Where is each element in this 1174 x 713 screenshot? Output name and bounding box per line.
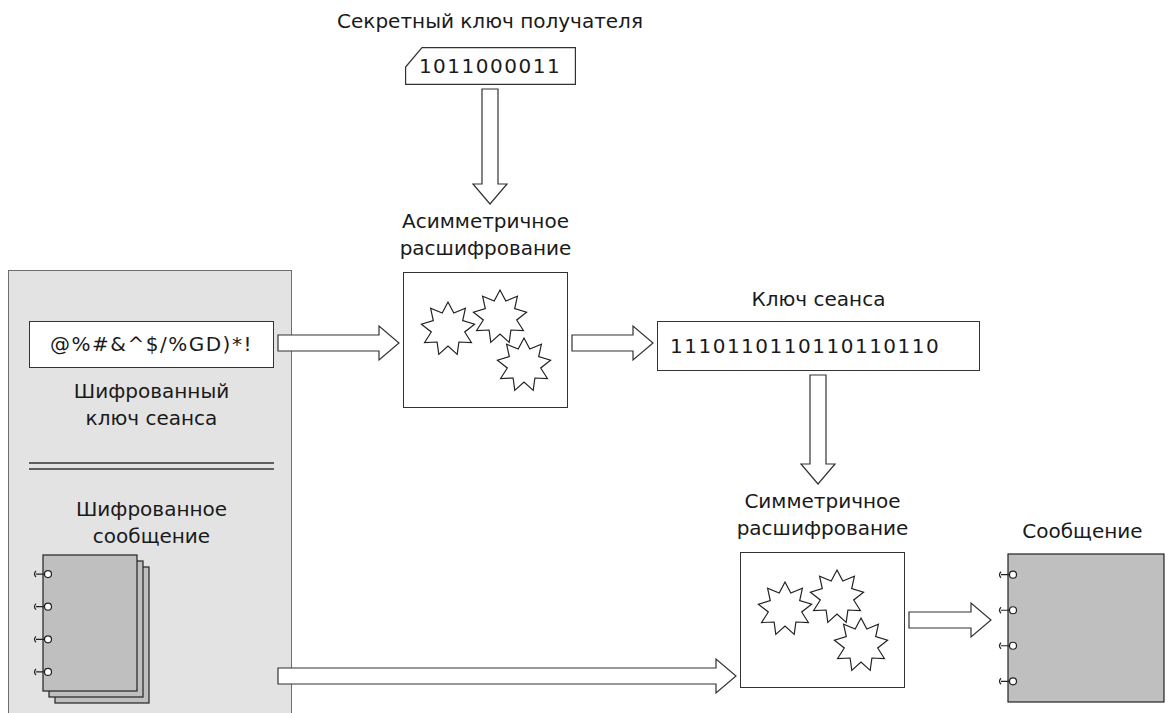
star-shape [497, 338, 550, 390]
notebook-hole [45, 571, 52, 578]
separator-line [29, 468, 274, 469]
heading-label: Шифрованное сообщение [44, 496, 259, 550]
heading-label: Шифрованный ключ сеанса [44, 378, 259, 432]
notebook-hole [45, 668, 52, 675]
star-shape [758, 582, 811, 634]
notebook-ring [999, 643, 1010, 649]
notebook-ring [35, 636, 46, 642]
secret-key: Секретный ключ получателя 1011000011 [310, 8, 670, 85]
process-box [740, 552, 905, 688]
notebook-sheet [43, 555, 137, 691]
notebook-drawing [998, 553, 1168, 703]
notebook-icon [33, 554, 153, 704]
notebook-sheet [1008, 554, 1164, 702]
symmetric-decryption: Симметричное расшифрование [740, 488, 905, 688]
block-arrow [473, 89, 507, 204]
notebook-hole [1009, 571, 1016, 578]
box-text: 1110110110110110110 [670, 333, 940, 360]
message: Сообщение [995, 518, 1170, 703]
session-key: Ключ сеанса 1110110110110110110 [657, 286, 980, 371]
transmitted-panel: @%#&^$/%GD)*! Шифрованный ключ сеансаШифр… [8, 270, 292, 713]
notebook-ring [999, 678, 1010, 684]
notebook-hole [1009, 607, 1016, 614]
notebook-drawing [33, 554, 153, 704]
process-box [403, 272, 568, 408]
notebook-ring [35, 669, 46, 675]
notebook-ring [35, 604, 46, 610]
heading-label: Симметричное расшифрование [737, 488, 909, 542]
key-box: 1011000011 [405, 47, 576, 85]
gear-stars [741, 553, 904, 687]
block-arrow [801, 375, 835, 484]
notebook-hole [1009, 678, 1016, 685]
key-outline-shape [405, 48, 575, 85]
notebook-ring [999, 572, 1010, 578]
block-arrow [909, 603, 991, 637]
star-shape [834, 618, 887, 670]
notebook-icon [998, 553, 1168, 703]
notebook-ring [35, 571, 46, 577]
block-arrow [572, 326, 653, 360]
text-box: @%#&^$/%GD)*! [29, 321, 274, 368]
heading-label: Асимметричное расшифрование [400, 208, 572, 262]
box-text: @%#&^$/%GD)*! [50, 331, 253, 358]
heading-label: Сообщение [1022, 518, 1142, 545]
asymmetric-decryption: Асимметричное расшифрование [403, 208, 568, 408]
gear-stars [404, 273, 567, 407]
box-text: 1011000011 [419, 53, 561, 80]
heading-label: Секретный ключ получателя [337, 8, 643, 35]
notebook-hole [1009, 642, 1016, 649]
notebook-hole [45, 636, 52, 643]
text-box: 1110110110110110110 [657, 321, 980, 371]
double-separator [9, 460, 293, 472]
encrypted-message: Шифрованное сообщение [29, 496, 274, 704]
star-shape [473, 290, 526, 342]
block-arrow [278, 659, 736, 693]
star-shape [810, 570, 863, 622]
block-arrow [278, 326, 399, 360]
separator-line [29, 462, 274, 463]
encrypted-key: @%#&^$/%GD)*! Шифрованный ключ сеанса [29, 321, 274, 432]
heading-label: Ключ сеанса [752, 286, 886, 313]
notebook-hole [45, 603, 52, 610]
notebook-ring [999, 607, 1010, 613]
star-shape [421, 302, 474, 354]
